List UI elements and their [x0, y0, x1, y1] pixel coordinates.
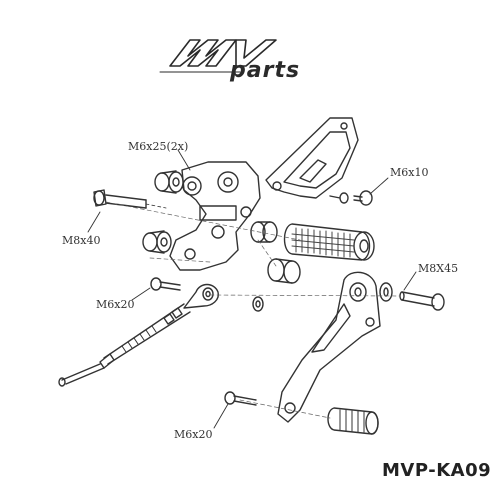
footpeg: [283, 223, 375, 261]
spacers-lower: [142, 230, 172, 254]
label-m8x45: M8X45: [418, 262, 459, 275]
spacers-upper: [154, 170, 184, 194]
label-m8x40: M8x40: [62, 234, 101, 247]
leader-lines: [87, 149, 417, 429]
logo-wordmark: parts: [230, 58, 301, 83]
shift-lever: [277, 271, 381, 423]
m6x20-screw-lower: [224, 391, 257, 406]
label-m6x25: M6x25(2x): [128, 140, 189, 153]
rearset-bracket: [169, 161, 261, 271]
label-m6x20-lower: M6x20: [174, 428, 213, 441]
shift-peg: [327, 407, 379, 435]
m6x10-screw: [329, 190, 373, 206]
footpeg-bushing: [250, 221, 278, 243]
small-nut: [252, 296, 264, 312]
m8x45-bolt: [399, 291, 445, 311]
m8x40-bolt: [93, 189, 167, 209]
shift-tie-rod: [58, 303, 191, 387]
mv-logo-mark: [159, 39, 277, 73]
alignment-lines: [105, 201, 401, 419]
heel-guard-plate: [265, 117, 359, 199]
product-code: MVP-KA09: [382, 460, 492, 481]
label-m6x20-upper: M6x20: [96, 298, 135, 311]
spacer-roller: [267, 258, 301, 284]
washer-right: [379, 282, 393, 302]
m6x20-screw-upper: [150, 277, 181, 291]
rod-end-joint: [183, 283, 219, 309]
label-m6x10: M6x10: [390, 166, 429, 179]
